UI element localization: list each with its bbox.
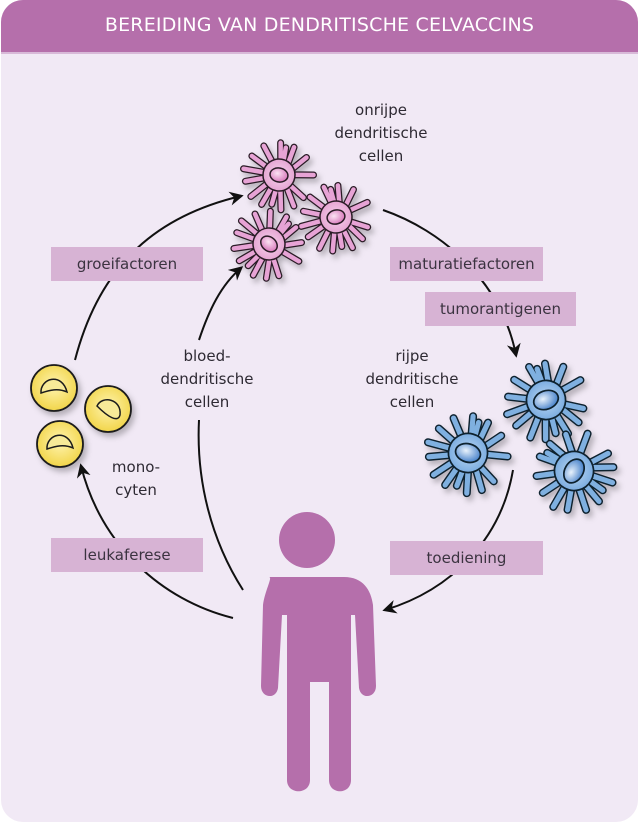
caption-line: bloed-: [183, 347, 231, 365]
diagram-title: BEREIDING VAN DENDRITISCHE CELVACCINS: [104, 14, 535, 36]
caption-line: mono-: [111, 458, 161, 476]
caption-line: onrijpe: [355, 101, 407, 119]
caption-immature-cells: onrijpe dendritische cellen: [321, 99, 441, 168]
label-administration: toediening: [390, 541, 543, 575]
caption-line: cellen: [389, 393, 435, 411]
immature-dendritic-cell-icon: [220, 137, 378, 292]
caption-line: rijpe: [395, 347, 429, 365]
person-icon: [261, 512, 376, 792]
label-maturation-factors: maturatiefactoren: [390, 247, 543, 281]
caption-mature-cells: rijpe dendritische cellen: [352, 345, 472, 414]
caption-blood-cells: bloed- dendritische cellen: [147, 345, 267, 414]
caption-line: dendritische: [365, 370, 459, 388]
monocyte-icon: [30, 364, 132, 468]
header-bar: BEREIDING VAN DENDRITISCHE CELVACCINS: [1, 0, 638, 54]
caption-line: cyten: [115, 481, 157, 499]
arrow-mature-to-patient: [382, 469, 514, 614]
caption-line: cellen: [358, 147, 404, 165]
label-tumor-antigens: tumorantigenen: [425, 292, 576, 326]
label-growth-factors: groeifactoren: [51, 247, 203, 281]
arrow-immature-to-mature: [382, 209, 521, 358]
label-leukapheresis: leukaferese: [51, 538, 203, 572]
line-patient-to-blood: [197, 419, 244, 591]
caption-line: cellen: [184, 393, 230, 411]
mature-dendritic-cell-icon: [418, 352, 628, 526]
caption-line: dendritische: [160, 370, 254, 388]
arrow-blood-to-immature: [198, 266, 244, 341]
caption-monocytes: mono- cyten: [101, 456, 171, 502]
caption-line: dendritische: [334, 124, 428, 142]
